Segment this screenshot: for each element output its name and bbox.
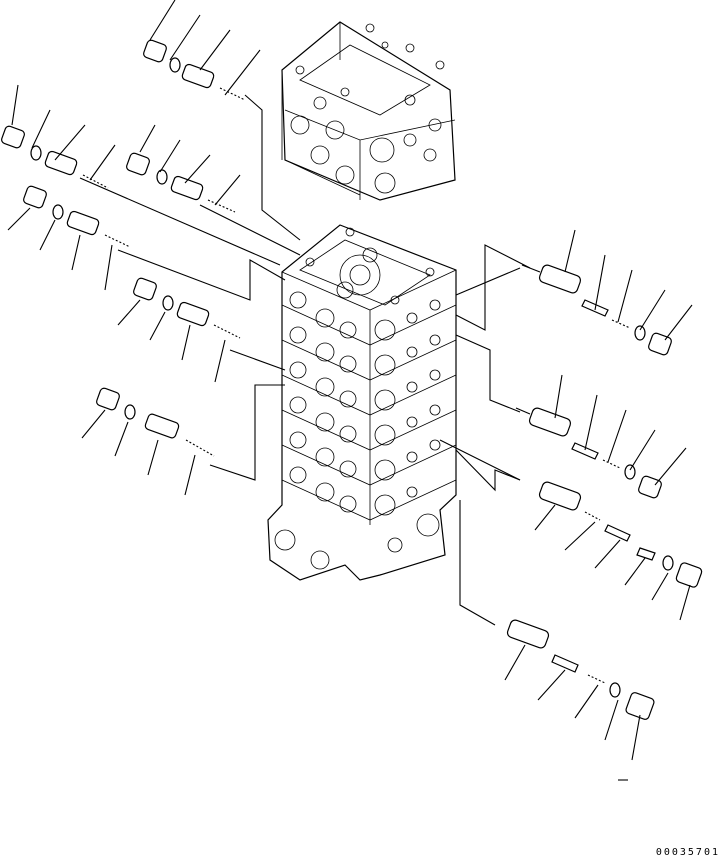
main-valve-stack: [267, 224, 457, 581]
part-group-left-1: [1, 84, 116, 189]
part-group-left-4: [117, 277, 241, 383]
part-group-top-left: [143, 0, 261, 101]
part-group-left-5: [81, 387, 215, 496]
part-group-right-4: [504, 619, 655, 781]
part-group-right-1: [521, 229, 693, 356]
part-group-left-2: [126, 124, 241, 213]
drawing-number: 00035701: [655, 847, 720, 858]
part-group-right-2: [515, 374, 687, 499]
top-valve-block: [281, 21, 456, 201]
part-group-left-3: [7, 185, 131, 291]
leader-lines: [79, 94, 531, 626]
part-group-right-3: [534, 481, 703, 621]
